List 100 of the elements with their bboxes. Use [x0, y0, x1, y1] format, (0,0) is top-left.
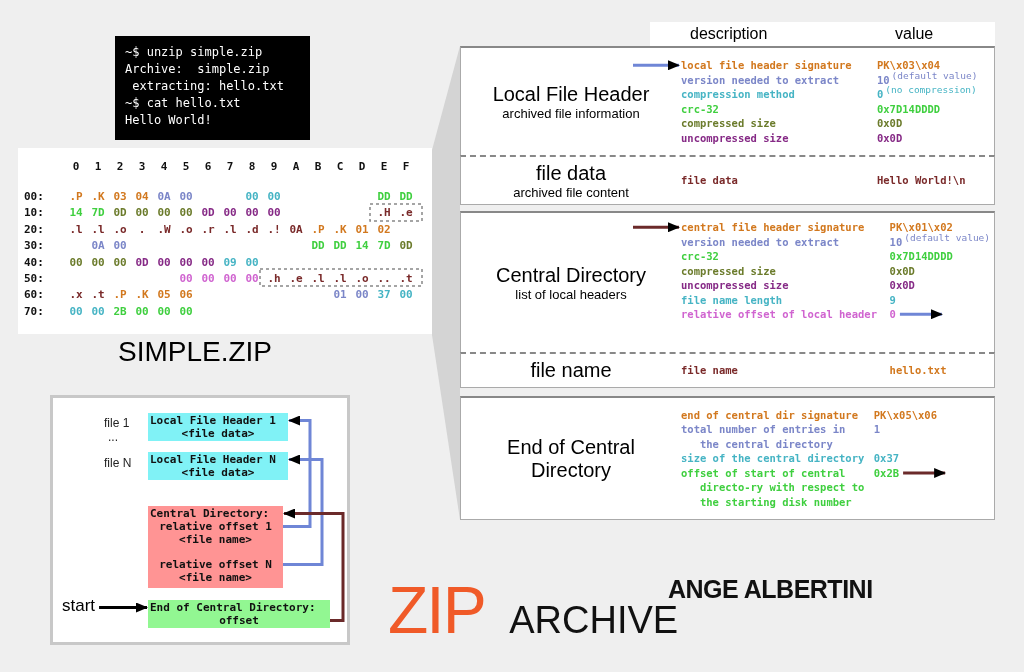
field-name: crc-32	[681, 249, 719, 264]
terminal-line: Archive: simple.zip	[125, 61, 271, 78]
hex-byte: 00	[244, 255, 260, 269]
hex-byte: .o	[354, 272, 370, 285]
start-label: start	[62, 596, 96, 616]
column-index: B	[313, 160, 323, 173]
block-text: <file name>	[178, 533, 253, 546]
hex-byte: 00	[200, 272, 216, 285]
column-index: A	[291, 160, 301, 173]
field-value: 0x7D14DDDD	[889, 249, 953, 264]
hex-byte: .!	[266, 222, 282, 236]
row-offset: 30:	[24, 239, 44, 253]
field-value: PK\x05\x06	[873, 407, 937, 423]
field-value: 10	[889, 234, 903, 249]
field-value: 0x37	[873, 451, 900, 466]
section-title: file name	[530, 359, 612, 382]
hex-byte: .d	[244, 222, 260, 236]
hex-byte: 00	[178, 304, 194, 318]
field-name: offset of start of central directo-ry with respect to the starting disk number	[681, 465, 866, 510]
column-index: 4	[159, 160, 169, 173]
hex-byte: 00	[244, 272, 260, 285]
hex-byte: 00	[222, 272, 238, 285]
hex-byte: 00	[200, 255, 216, 269]
column-index: 0	[71, 160, 81, 173]
field-name: compressed size	[681, 263, 776, 278]
hex-byte: 00	[90, 255, 106, 269]
row-offset: 50:	[24, 272, 44, 285]
hex-byte: DD	[376, 190, 392, 203]
hex-byte: 00	[244, 190, 260, 203]
hex-byte: 01	[354, 222, 370, 236]
hex-byte: .l	[68, 222, 84, 236]
value-note: (no compression)	[885, 84, 977, 95]
field-name: version needed to extract	[681, 234, 840, 249]
hex-byte: 06	[178, 288, 194, 302]
terminal-line: Hello World!	[125, 112, 213, 129]
section-subtitle: archived file content	[513, 184, 629, 200]
arrow	[633, 60, 680, 71]
column-index: 5	[181, 160, 191, 173]
field-value: 1	[873, 422, 881, 437]
section-panel	[460, 46, 995, 155]
hex-byte: DD	[398, 190, 414, 203]
hex-byte: 00	[112, 255, 128, 269]
hex-byte: .K	[90, 190, 106, 203]
field-name: total number of entries in the central directory	[681, 422, 847, 452]
hex-byte: .l	[332, 272, 348, 285]
file-label: file 1	[104, 416, 130, 430]
terminal-window	[115, 36, 310, 140]
hex-byte: .P	[310, 222, 326, 236]
hex-byte: 00	[266, 206, 282, 220]
row-offset: 40:	[24, 255, 44, 269]
file-title: SIMPLE.ZIP	[118, 335, 273, 369]
structure-block	[148, 413, 288, 441]
section-title: End of Central Directory	[506, 435, 636, 482]
field-name: uncompressed size	[681, 130, 789, 145]
hex-byte: 00	[68, 255, 84, 269]
hex-byte: 00	[244, 206, 260, 220]
hex-byte: .K	[134, 288, 150, 302]
column-index: 8	[247, 160, 257, 173]
field-name: central file header signature	[681, 220, 865, 235]
structure-block	[148, 600, 330, 628]
hex-byte: 0D	[200, 206, 216, 220]
field-name: size of the central directory	[681, 451, 865, 466]
hex-byte: 0A	[90, 239, 106, 253]
hex-byte: .P	[68, 190, 84, 203]
ellipsis: ...	[108, 430, 118, 444]
field-name: compression method	[681, 87, 795, 102]
hex-byte: 00	[178, 255, 194, 269]
field-value: Hello World!\n	[876, 173, 966, 188]
block-text: Local File Header 1	[150, 414, 277, 427]
hex-byte: .P	[112, 288, 128, 302]
hex-byte: 00	[178, 190, 194, 203]
hex-byte: 37	[376, 288, 392, 302]
field-value: 0	[876, 87, 884, 102]
hex-byte: 03	[112, 190, 128, 203]
section-panel	[460, 396, 995, 520]
hex-byte: 00	[398, 288, 414, 302]
field-value: 0x0D	[889, 263, 915, 278]
field-value: 0x0D	[876, 116, 903, 131]
author-name: ANGE ALBERTINI	[668, 575, 873, 603]
hex-byte: 0D	[134, 255, 150, 269]
hex-byte: 09	[222, 255, 238, 269]
arrow	[899, 309, 943, 320]
hex-byte: 01	[332, 288, 348, 302]
terminal-line: extracting: hello.txt	[131, 78, 285, 95]
hex-byte: .W	[156, 222, 172, 236]
hex-byte: 05	[156, 288, 172, 302]
hex-byte: 2B	[112, 304, 128, 318]
field-name: version needed to extract	[681, 72, 840, 87]
hex-byte: .o	[112, 222, 128, 236]
hex-byte: .r	[200, 222, 216, 236]
block-text: Central Directory:	[150, 507, 271, 520]
hex-byte: .	[137, 222, 147, 236]
section-title: Central Directory	[495, 263, 646, 287]
field-value: 0	[889, 307, 896, 322]
row-offset: 60:	[24, 288, 44, 302]
hex-byte: .t	[90, 288, 106, 302]
value-note: (default value)	[891, 69, 978, 81]
hex-byte: 00	[222, 206, 238, 220]
row-offset: 70:	[24, 304, 44, 318]
hex-byte: 00	[178, 206, 194, 220]
